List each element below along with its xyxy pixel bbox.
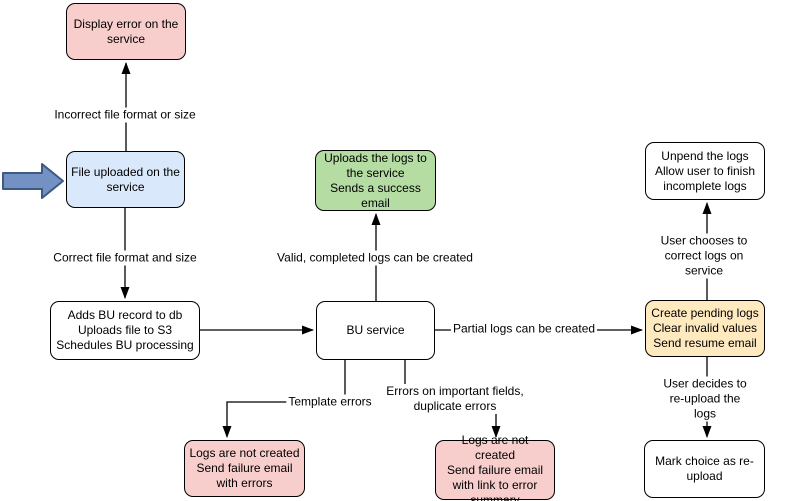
node-logs-not-created-summary: Logs are not created Send failure email … (435, 433, 555, 501)
edge-label-field-errors: Errors on important fields, duplicate er… (384, 384, 526, 414)
node-logs-not-created-errors: Logs are not created Send failure email … (184, 440, 305, 497)
node-create-pending-logs: Create pending logs Clear invalid values… (645, 300, 765, 357)
edge-label-user-chooses: User chooses to correct logs on service (655, 233, 753, 279)
edge-label-incorrect-file: Incorrect file format or size (52, 107, 198, 123)
edge-label-template-errors: Template errors (286, 394, 374, 410)
edge-label-user-decides: User decides to re-upload the logs (657, 376, 753, 422)
node-mark-reupload: Mark choice as re- upload (644, 440, 765, 498)
node-file-uploaded: File uploaded on the service (66, 151, 185, 208)
edge-label-partial-logs: Partial logs can be created (450, 321, 598, 337)
node-unpend-logs: Unpend the logs Allow user to finish inc… (645, 142, 765, 200)
node-adds-bu-record: Adds BU record to db Uploads file to S3 … (50, 301, 200, 360)
node-display-error: Display error on the service (66, 3, 186, 60)
edge-label-correct-file: Correct file format and size (51, 250, 199, 266)
edge-template-errors (222, 360, 346, 438)
node-bu-service: BU service (316, 301, 435, 360)
node-uploads-logs: Uploads the logs to the service Sends a … (315, 150, 436, 211)
edge-label-valid-logs: Valid, completed logs can be created (275, 250, 475, 266)
input-arrow-icon (2, 163, 64, 199)
